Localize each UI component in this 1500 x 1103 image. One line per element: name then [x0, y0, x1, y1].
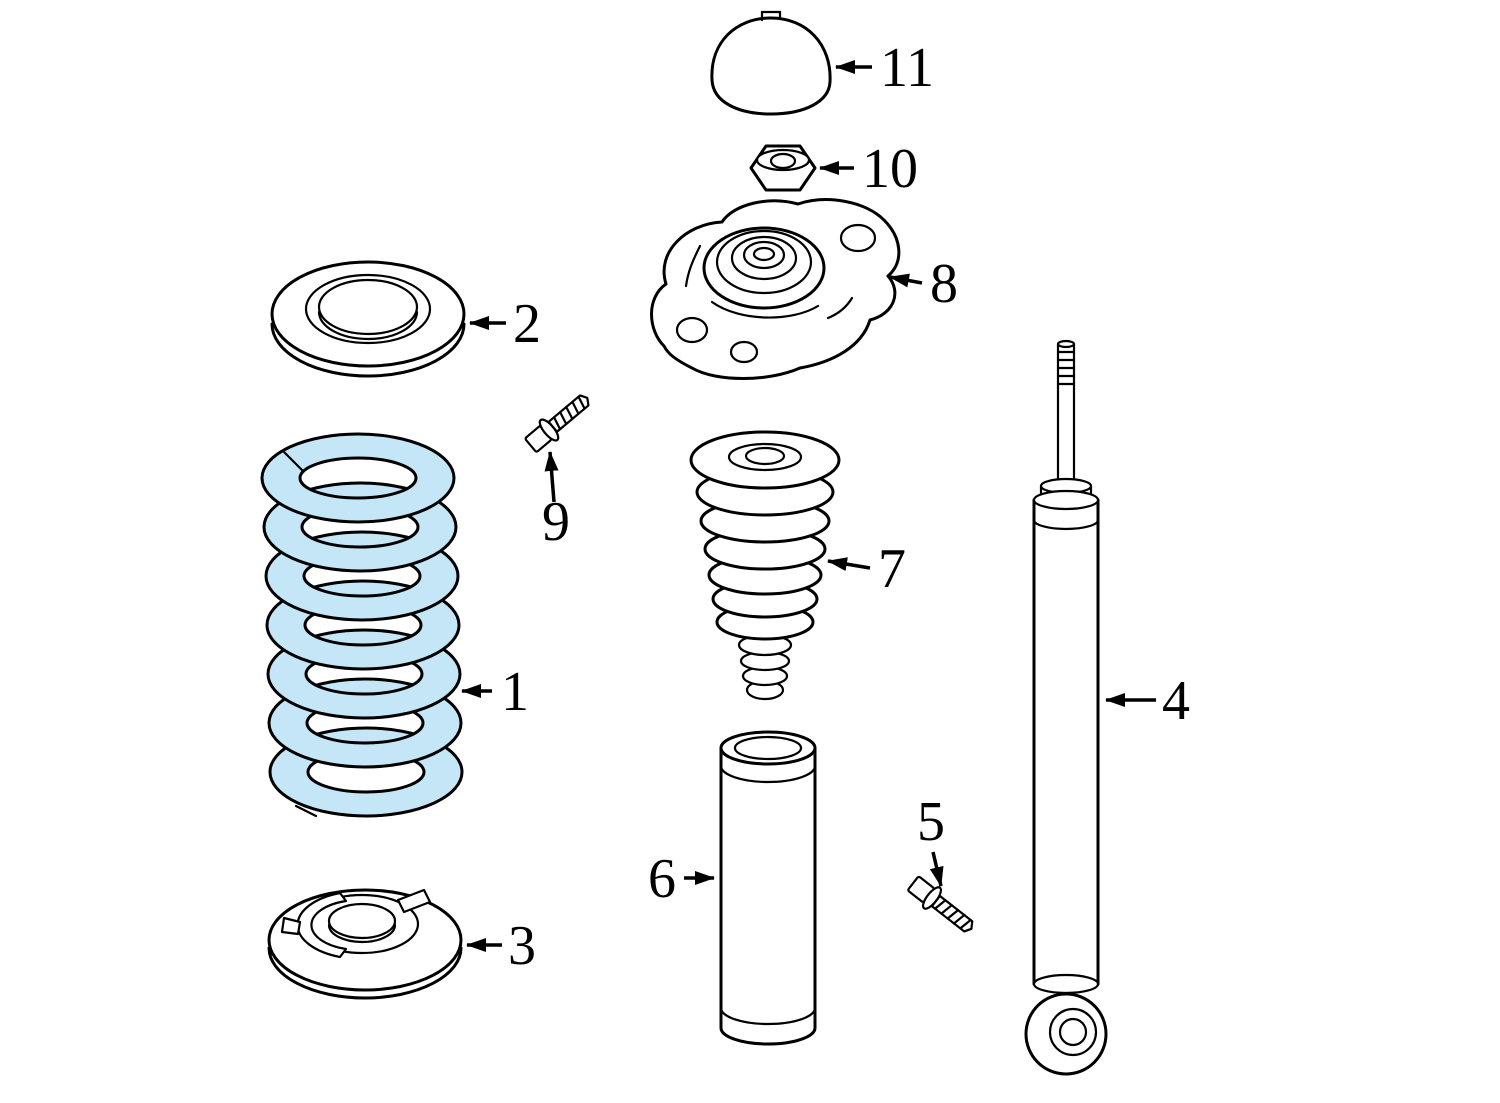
callout-number: 9 — [542, 491, 570, 553]
callout-number: 11 — [880, 37, 934, 99]
callout-2: 2 — [469, 293, 541, 355]
boot-body — [719, 746, 817, 1046]
callout-arrow — [889, 273, 923, 288]
part-lower-spring-seat — [267, 888, 463, 1000]
mount-center-hole — [752, 246, 776, 262]
seat-hole — [327, 902, 397, 940]
part-dust-boot — [719, 730, 817, 1046]
part-coil-spring — [260, 432, 464, 818]
seat-clip-tab — [396, 888, 432, 914]
mount-flange-hole-2 — [729, 340, 759, 364]
callout-9: 9 — [542, 451, 570, 553]
callout-number: 10 — [862, 138, 918, 200]
callout-number: 3 — [508, 915, 536, 977]
seat-rim — [267, 946, 463, 1000]
callout-number: 6 — [648, 848, 676, 910]
callout-7: 7 — [827, 538, 906, 600]
shock-body — [1032, 498, 1100, 986]
part-seat-bolt — [524, 394, 590, 453]
callout-8: 8 — [889, 253, 958, 315]
callout-10: 10 — [819, 138, 918, 200]
part-shock-absorber — [1024, 339, 1108, 1076]
bolt-threads — [933, 899, 972, 930]
spring-end-bottom — [294, 804, 318, 818]
callout-arrow — [544, 451, 559, 503]
callout-3: 3 — [466, 915, 536, 977]
mount-ear-hole — [839, 223, 877, 253]
callout-11: 11 — [835, 37, 934, 99]
seat-clip-tab-2 — [280, 916, 302, 936]
part-upper-mount — [650, 198, 901, 380]
shock-bushing-hole — [1058, 1017, 1088, 1047]
spring-coil — [260, 432, 456, 524]
callout-arrow — [929, 851, 944, 887]
callout-4: 4 — [1105, 670, 1190, 732]
callout-arrow — [827, 557, 871, 572]
part-mount-nut — [749, 144, 817, 192]
boot-opening — [733, 735, 803, 761]
callout-6: 6 — [648, 848, 715, 910]
callout-number: 1 — [501, 661, 529, 723]
seat-clip — [296, 891, 348, 959]
bolt-threads — [552, 395, 586, 431]
part-bump-stop — [689, 430, 841, 701]
bump-stop-hole — [744, 446, 786, 466]
callout-number: 5 — [917, 791, 945, 853]
cap-dome — [710, 16, 832, 116]
callout-number: 2 — [513, 293, 541, 355]
part-shock-bolt — [907, 875, 974, 933]
cap-notch — [760, 10, 782, 22]
seat-rim — [270, 322, 466, 378]
part-mount-cap — [710, 10, 832, 116]
callout-1: 1 — [461, 661, 529, 723]
seat-hole — [317, 278, 419, 336]
callout-number: 7 — [878, 538, 906, 600]
spring-end-top — [282, 450, 305, 473]
part-upper-spring-seat — [270, 260, 466, 378]
rod-threads — [1056, 350, 1076, 386]
callout-5: 5 — [917, 791, 945, 887]
shock-rod — [1056, 342, 1076, 488]
nut-hole — [769, 152, 797, 170]
mount-flange-hole — [675, 316, 709, 344]
callout-number: 4 — [1162, 670, 1190, 732]
callout-number: 8 — [930, 253, 958, 315]
